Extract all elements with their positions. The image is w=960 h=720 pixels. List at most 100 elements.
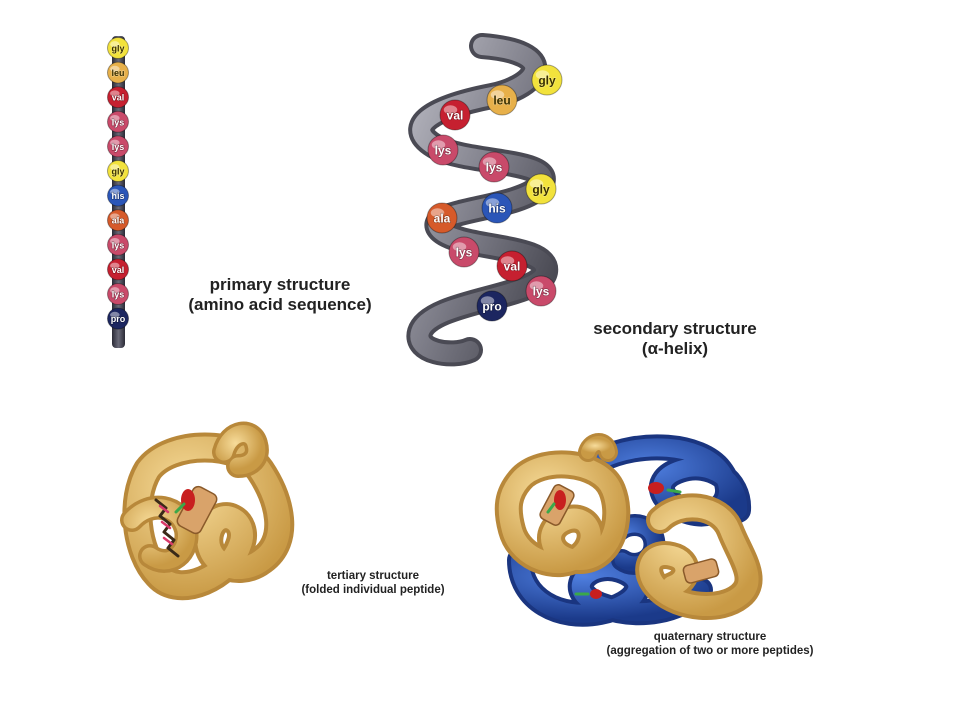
primary-bead-gly: gly (107, 37, 129, 59)
tertiary-heme-link (174, 502, 186, 514)
tan-subunit-right-hi (639, 497, 759, 616)
primary-bead-lys: lys (107, 135, 129, 158)
helix-bead-label: leu (493, 94, 510, 108)
primary-bead-highlight (110, 237, 120, 245)
tertiary-heme-disc (181, 489, 195, 511)
primary-bead-highlight (110, 311, 120, 319)
primary-subtitle: (amino acid sequence) (188, 295, 372, 314)
primary-bead-sphere (107, 258, 129, 281)
primary-bead-label: his (111, 191, 124, 201)
quaternary-heme-link-1 (546, 502, 556, 514)
primary-bead-sphere (107, 283, 129, 305)
primary-bead-label: val (112, 93, 125, 103)
primary-bead-highlight (110, 262, 120, 269)
primary-bead-label: lys (112, 117, 125, 127)
primary-bead-lys: lys (107, 233, 129, 256)
primary-title: primary structure (209, 275, 351, 294)
primary-bead-sphere (107, 61, 129, 84)
quaternary-heme-groups (539, 482, 720, 599)
helix-bead-lys: lys (525, 275, 557, 307)
helix-bead-label: val (447, 109, 464, 123)
quaternary-heme-disc-4 (590, 589, 602, 599)
helix-bead-sphere (481, 192, 513, 224)
helix-bead-sphere (476, 290, 508, 322)
quaternary-tan-subunits (494, 433, 763, 620)
helix-bead-sphere (427, 134, 459, 166)
primary-bead-label: val (112, 265, 125, 275)
primary-bead-highlight (110, 164, 120, 171)
primary-bead-label: pro (111, 314, 126, 324)
helix-bead-highlight (443, 105, 458, 115)
primary-bead-lys: lys (107, 283, 129, 305)
helix-bead-val: val (496, 250, 528, 282)
tertiary-folded-peptide (120, 421, 295, 601)
primary-bead-sphere (107, 307, 129, 330)
primary-bead-leu: leu (107, 61, 129, 84)
tan-subunit-left-hi (498, 454, 627, 574)
primary-bead-label: lys (112, 240, 125, 250)
primary-bead-sphere (107, 37, 129, 59)
helix-bead-highlight (529, 179, 544, 189)
helix-bead-highlight (535, 70, 550, 80)
primary-bead-sphere (107, 233, 129, 256)
quaternary-heme-cylinder-3 (682, 558, 720, 584)
helix-bead-label: lys (486, 161, 503, 175)
helix-bead-val: val (439, 99, 471, 131)
primary-bead-highlight (110, 41, 120, 48)
helix-bead-sphere (496, 250, 528, 282)
primary-bead-sphere (107, 184, 129, 207)
helix-bead-sphere (439, 99, 471, 131)
quaternary-structure (494, 433, 763, 627)
helix-bead-leu: leu (486, 84, 518, 116)
helix-bead-sphere (478, 151, 510, 183)
helix-bead-lys: lys (448, 236, 480, 268)
primary-bead-highlight (110, 287, 120, 294)
helix-bead-highlight (480, 296, 495, 306)
helix-bead-sphere (486, 84, 518, 116)
primary-bead-label: gly (111, 167, 124, 177)
primary-bead-val: val (107, 258, 129, 281)
quaternary-title: quaternary structure (653, 631, 767, 643)
primary-bead-sphere (107, 135, 129, 158)
tertiary-helix-segment-color (158, 504, 174, 546)
helix-bead-highlight (452, 242, 467, 252)
primary-bead-sphere (107, 86, 129, 109)
primary-bead-sphere (107, 160, 129, 182)
primary-bead-label: lys (112, 290, 125, 300)
helix-bead-highlight (485, 198, 500, 208)
primary-bead-label: leu (111, 68, 124, 78)
helix-bead-label: pro (482, 300, 501, 314)
helix-bead-gly: gly (531, 64, 563, 96)
tertiary-coil-inner-hi (123, 499, 195, 570)
primary-caption: primary structure (amino acid sequence) (158, 275, 402, 315)
helix-bead-label: gly (538, 74, 556, 88)
helix-bead-label: lys (456, 246, 473, 260)
helix-bead-ala: ala (426, 202, 458, 234)
helix-bead-label: val (504, 260, 521, 274)
quaternary-subtitle: (aggregation of two or more peptides) (606, 645, 814, 657)
primary-bead-sphere (107, 110, 129, 133)
quaternary-caption: quaternary structure (aggregation of two… (566, 630, 854, 658)
primary-bead-pro: pro (107, 307, 129, 330)
primary-bead-val: val (107, 86, 129, 109)
helix-bead-lys: lys (427, 134, 459, 166)
tertiary-coil-tail-hi (215, 425, 266, 475)
helix-bead-label: lys (435, 144, 452, 158)
helix-bead-his: his (481, 192, 513, 224)
helix-bead-sphere (426, 202, 458, 234)
tertiary-caption: tertiary structure (folded individual pe… (270, 569, 476, 597)
helix-bead-sphere (525, 275, 557, 307)
primary-bead-his: his (107, 184, 129, 207)
helix-bead-label: lys (533, 285, 550, 299)
helix-bead-label: his (488, 202, 506, 216)
helix-bead-sphere (448, 236, 480, 268)
helix-bead-highlight (430, 208, 445, 218)
primary-bead-highlight (110, 114, 120, 122)
secondary-title: secondary structure (593, 319, 757, 338)
helix-bead-label: ala (434, 212, 451, 226)
primary-bead-ala: ala (107, 209, 129, 232)
primary-bead-highlight (110, 90, 120, 97)
